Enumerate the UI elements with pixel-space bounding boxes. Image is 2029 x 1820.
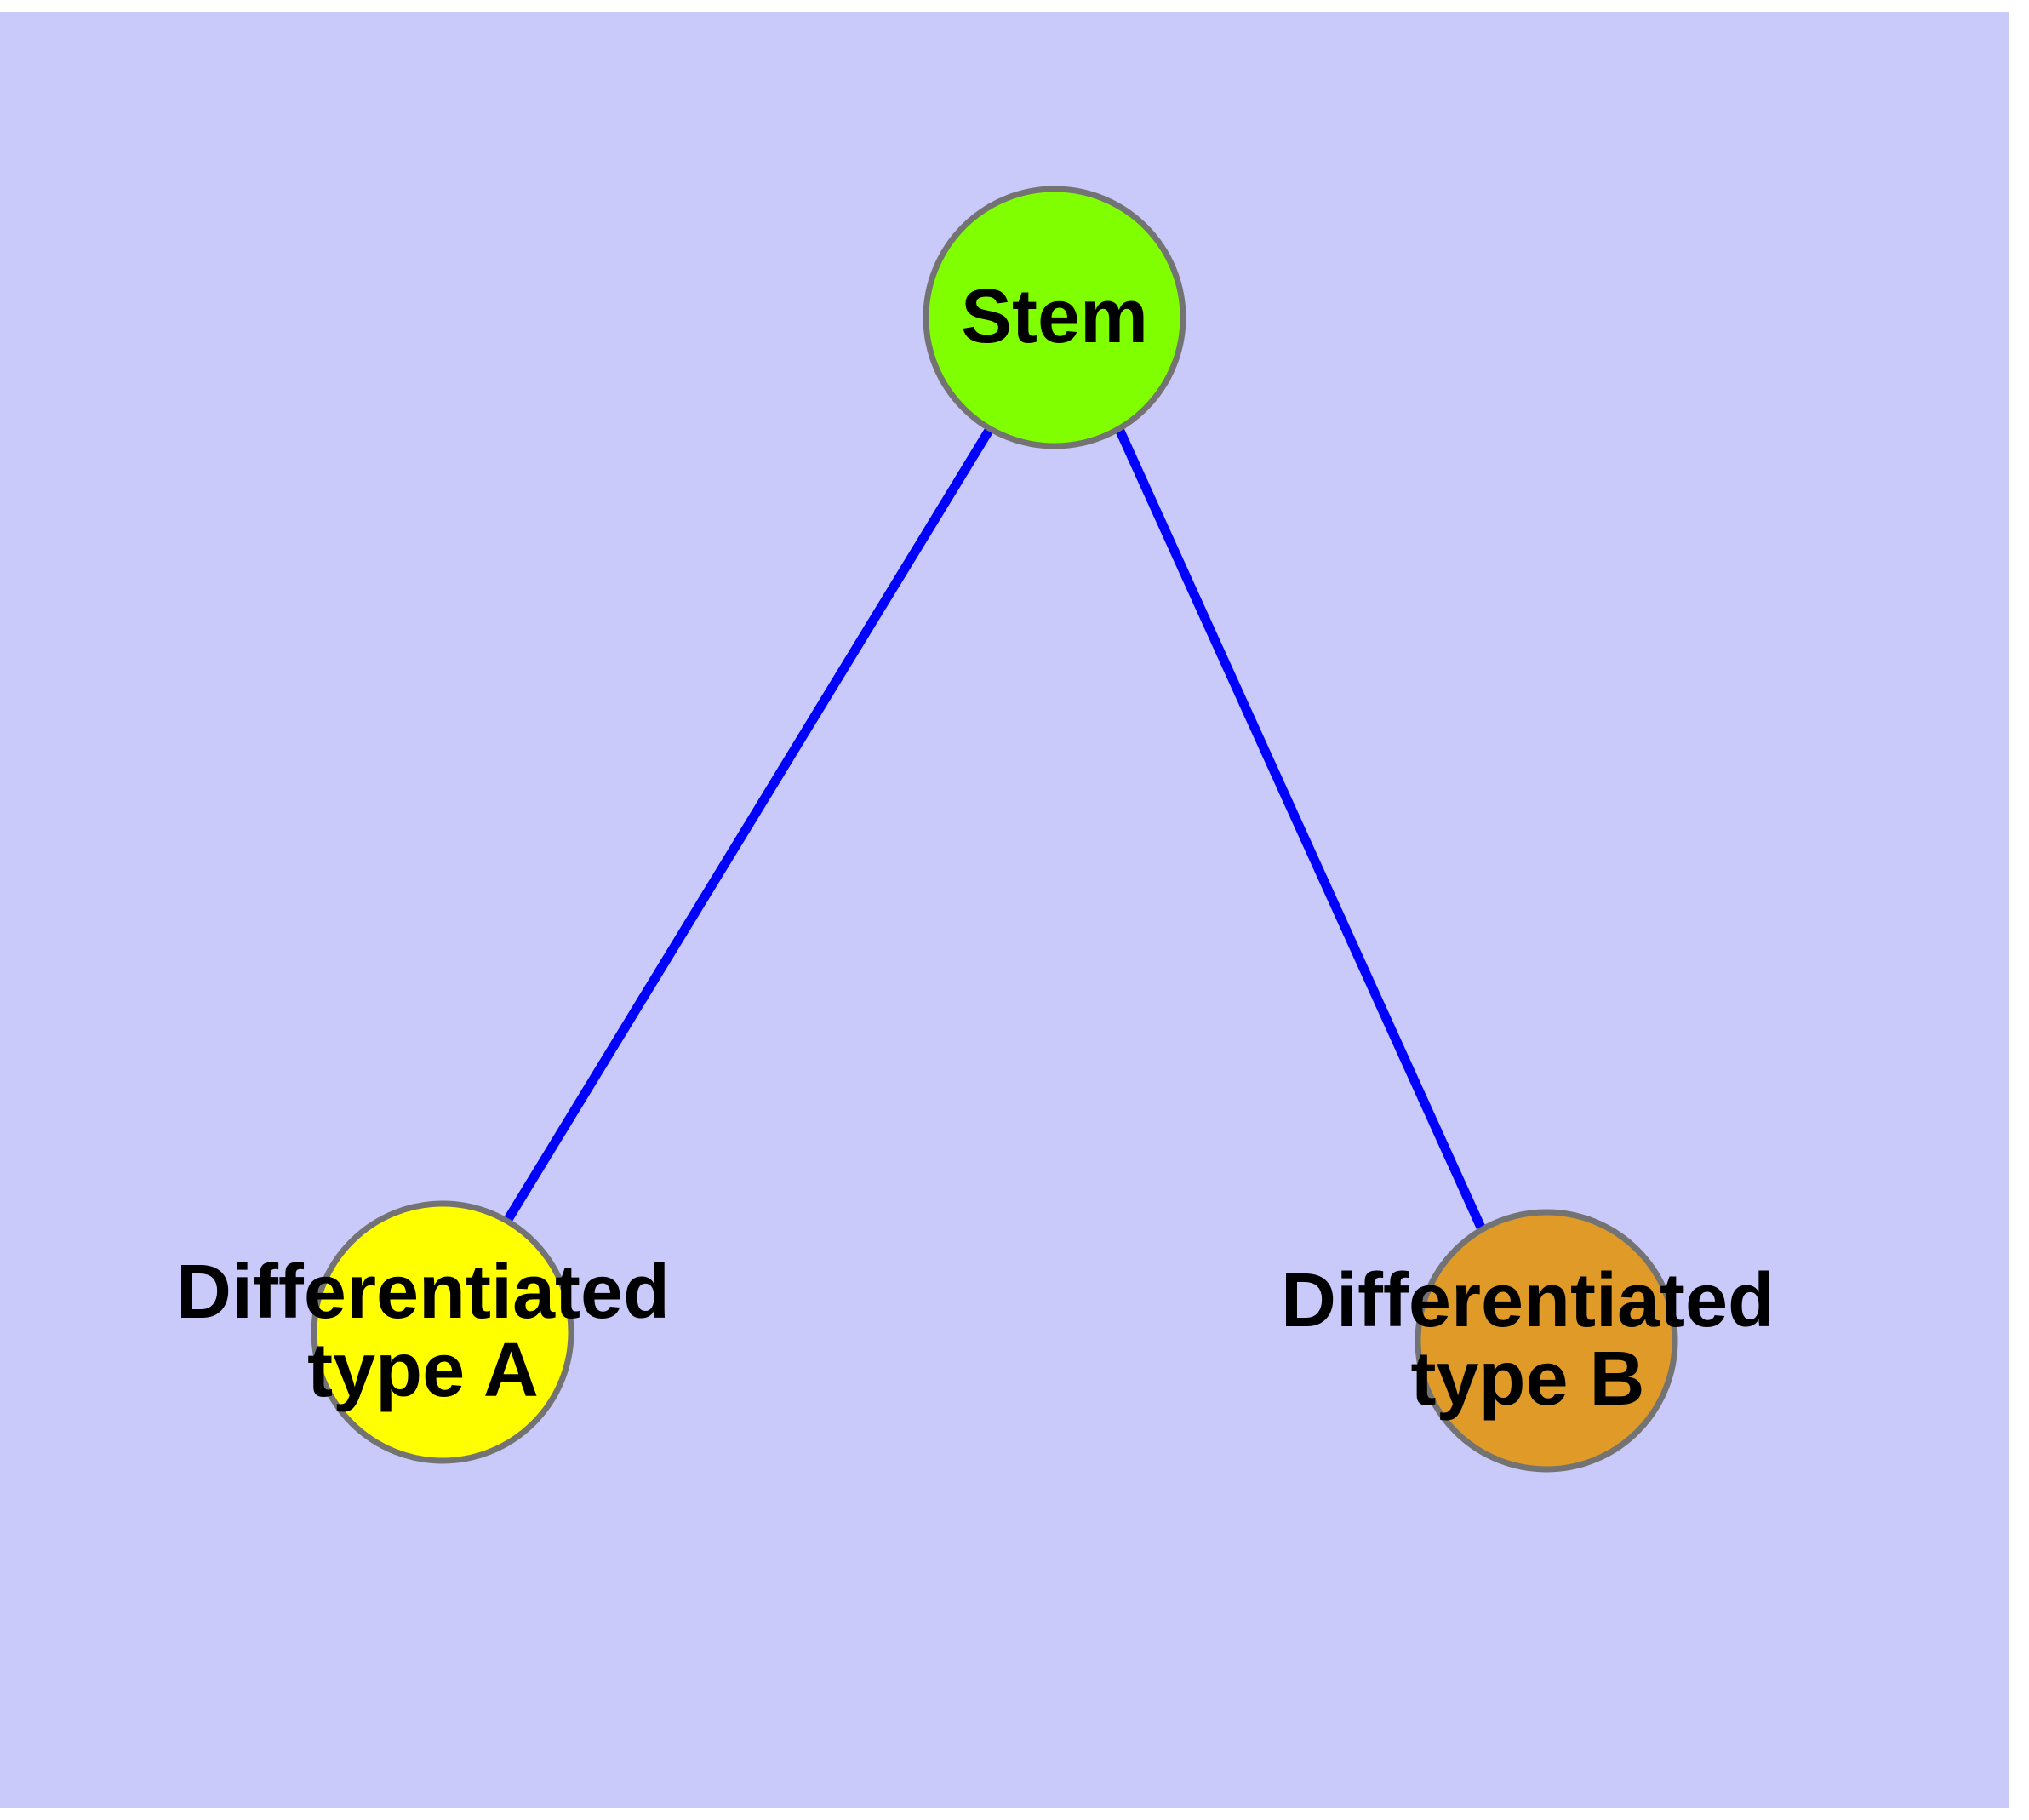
node-circle-stem[interactable] — [923, 186, 1186, 449]
node-circle-diff-b[interactable] — [1415, 1209, 1678, 1473]
node-circle-diff-a[interactable] — [311, 1200, 574, 1464]
edges-layer — [503, 426, 1487, 1232]
nodes-layer — [311, 186, 1678, 1473]
edge-stem-to-diff-b[interactable] — [1114, 426, 1487, 1232]
edge-stem-to-diff-a[interactable] — [503, 426, 994, 1223]
